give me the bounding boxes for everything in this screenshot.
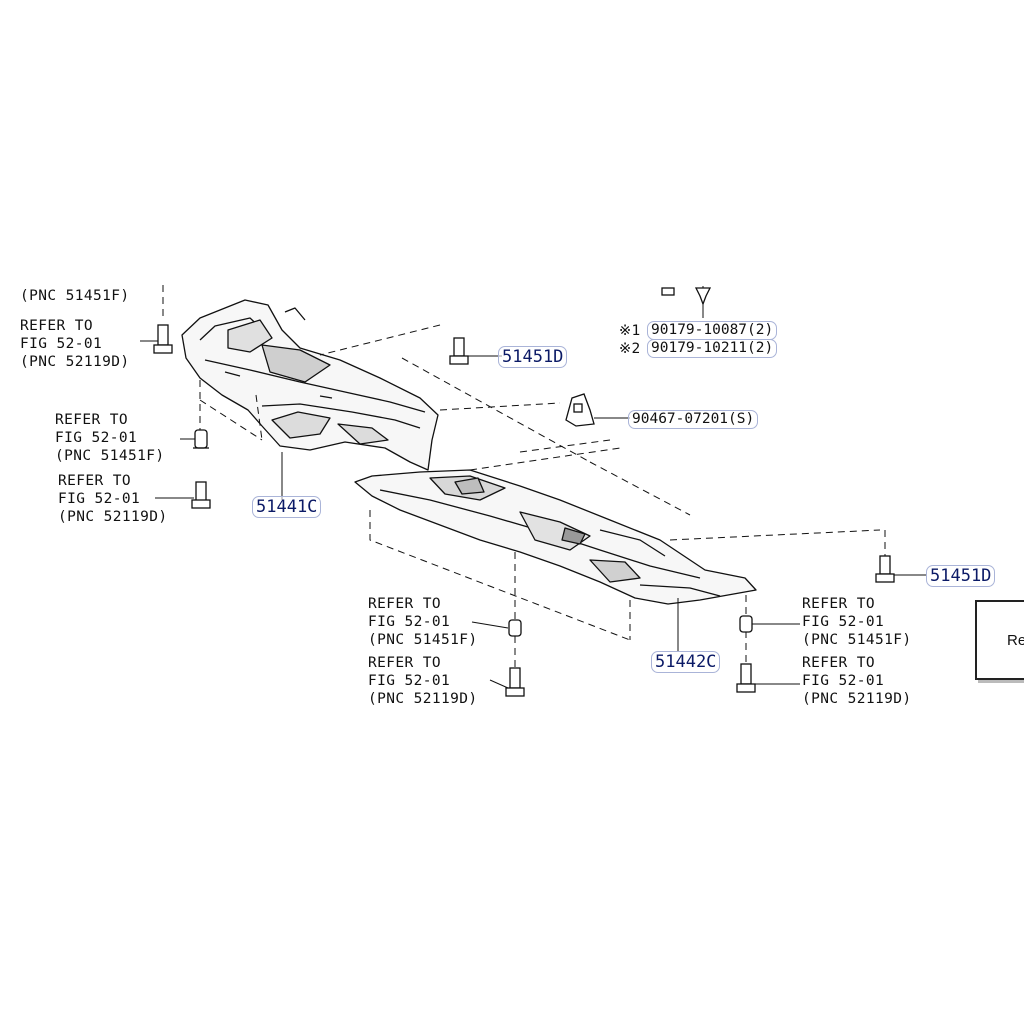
clip-icon — [193, 429, 209, 449]
refer-label: FIG 52-01 — [20, 336, 103, 352]
grommet-icon — [661, 287, 675, 296]
bolt-icon — [449, 337, 469, 365]
part-51451d-link[interactable]: 51451D — [926, 565, 996, 587]
part-51451d-link[interactable]: 51451D — [498, 346, 568, 368]
refer-label: (PNC 52119D) — [20, 354, 130, 370]
refer-label: REFER TO — [802, 596, 876, 612]
refer-label: (PNC 51451F) — [802, 632, 912, 648]
part-90467-link[interactable]: 90467-07201(S) — [628, 410, 759, 429]
clip-icon — [739, 615, 753, 633]
bolt-icon — [875, 555, 895, 583]
refer-label: (PNC 51451F) — [55, 448, 165, 464]
refer-label: FIG 52-01 — [368, 673, 451, 689]
screw-icon — [694, 287, 712, 306]
refer-label: REFER TO — [55, 412, 129, 428]
clip-icon — [508, 619, 522, 637]
refer-label: FIG 52-01 — [368, 614, 451, 630]
pnc-label: (PNC 51451F) — [20, 288, 130, 304]
note-marker: ※1 — [619, 323, 641, 339]
bolt-icon — [153, 324, 173, 354]
part-51441c-link[interactable]: 51441C — [252, 496, 322, 518]
part-51442c-link[interactable]: 51442C — [651, 651, 721, 673]
bolt-icon — [505, 667, 525, 697]
leader-lines — [140, 304, 926, 689]
under-cover-51442c — [354, 469, 757, 605]
refer-label: REFER TO — [58, 473, 132, 489]
note-marker: ※2 — [619, 341, 641, 357]
bolt-icon — [736, 663, 756, 693]
part-90179-10087-link[interactable]: 90179-10087(2) — [647, 321, 778, 340]
part-90179-10211-link[interactable]: 90179-10211(2) — [647, 339, 778, 358]
refer-label: FIG 52-01 — [55, 430, 138, 446]
under-cover-51441c — [181, 299, 439, 471]
refer-label: FIG 52-01 — [802, 673, 885, 689]
refer-label: (PNC 52119D) — [802, 691, 912, 707]
refer-label: FIG 52-01 — [58, 491, 141, 507]
reference-button[interactable]: Re — [975, 600, 1024, 680]
reference-button-label: Re — [1007, 632, 1024, 649]
clip-nut-icon — [565, 393, 595, 427]
bolt-icon — [191, 481, 211, 509]
refer-label: (PNC 52119D) — [368, 691, 478, 707]
refer-label: REFER TO — [20, 318, 94, 334]
refer-label: (PNC 52119D) — [58, 509, 168, 525]
refer-label: REFER TO — [802, 655, 876, 671]
refer-label: FIG 52-01 — [802, 614, 885, 630]
refer-label: (PNC 51451F) — [368, 632, 478, 648]
refer-label: REFER TO — [368, 596, 442, 612]
refer-label: REFER TO — [368, 655, 442, 671]
